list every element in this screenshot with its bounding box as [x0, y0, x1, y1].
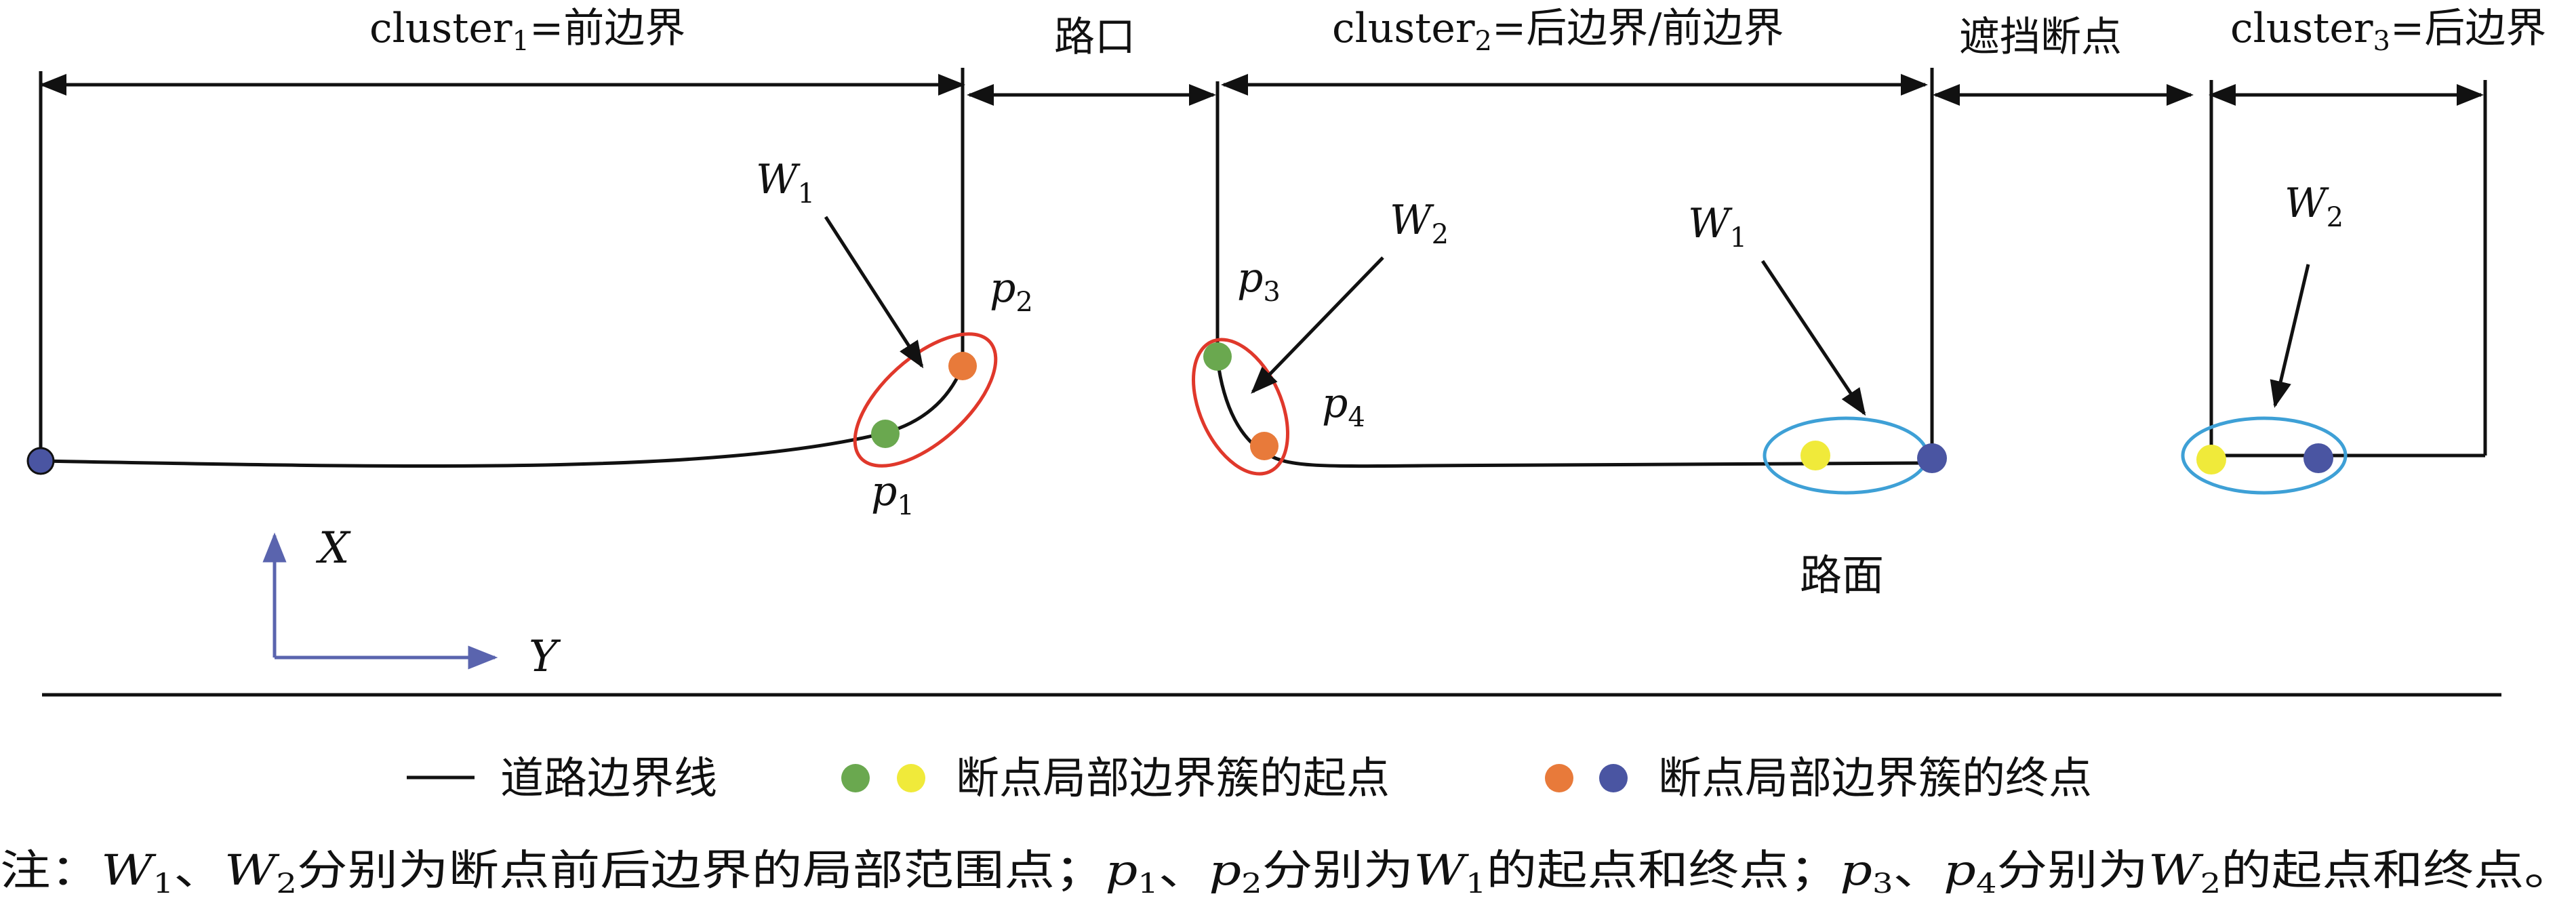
p2-end-point [948, 352, 977, 380]
p1-start-point [871, 420, 900, 448]
cluster2-label: cluster2=后边界/前边界 [1332, 5, 1784, 57]
p4-end-point [1250, 432, 1279, 460]
p4-label: p4 [1322, 380, 1365, 433]
road-boundary-lines [39, 68, 2487, 468]
w1-right-start-point [1800, 441, 1830, 470]
boundary-line [40, 365, 965, 468]
p1-label: p1 [871, 468, 914, 521]
road-surface-label: 路面 [1800, 550, 1884, 600]
w2-far-start-point [2196, 445, 2226, 474]
w1-right-ellipse [1763, 416, 1929, 495]
p3-start-point [1203, 342, 1232, 371]
legend-end-orange-swatch [1545, 764, 1573, 792]
w2-far-label: W2 [2285, 180, 2343, 233]
legend: 道路边界线 断点局部边界簇的起点 断点局部边界簇的终点 [407, 754, 2092, 804]
p3-label: p3 [1237, 254, 1281, 308]
coordinate-axes: X Y [262, 523, 561, 682]
w1-right-label: W1 [1688, 200, 1747, 254]
legend-end-blue-swatch [1599, 764, 1628, 792]
w2-far-ellipse [2181, 416, 2348, 495]
legend-start-green-swatch [841, 764, 870, 792]
w2-mid-label: W2 [1390, 197, 1449, 250]
w1-right-pointer-arrow [1760, 260, 1866, 416]
w2-far-pointer-arrow [2270, 264, 2310, 408]
origin-point [26, 447, 55, 475]
legend-line-label: 道路边界线 [500, 754, 717, 804]
y-axis-label: Y [529, 632, 561, 682]
legend-start-yellow-swatch [897, 764, 925, 792]
legend-start-label: 断点局部边界簇的起点 [956, 754, 1390, 804]
occlusion-label: 遮挡断点 [1959, 14, 2122, 61]
x-axis-label: X [315, 523, 351, 573]
w2-mid-ellipse [1192, 338, 1289, 476]
w2-far-end-point [2303, 443, 2333, 473]
p2-label: p2 [990, 264, 1033, 318]
w1-right-end-point [1917, 443, 1947, 473]
junction-label: 路口 [1054, 14, 1135, 61]
cluster3-label: cluster3=后边界 [2230, 5, 2546, 57]
cluster1-label: cluster1=前边界 [369, 5, 685, 57]
w1-left-ellipse [853, 332, 998, 468]
w1-left-label: W1 [756, 156, 815, 209]
w2-mid-pointer-arrow [1251, 256, 1384, 394]
w1-left-pointer-arrow [824, 216, 924, 369]
dimension-arrows [39, 74, 2484, 106]
legend-end-label: 断点局部边界簇的终点 [1658, 754, 2092, 804]
